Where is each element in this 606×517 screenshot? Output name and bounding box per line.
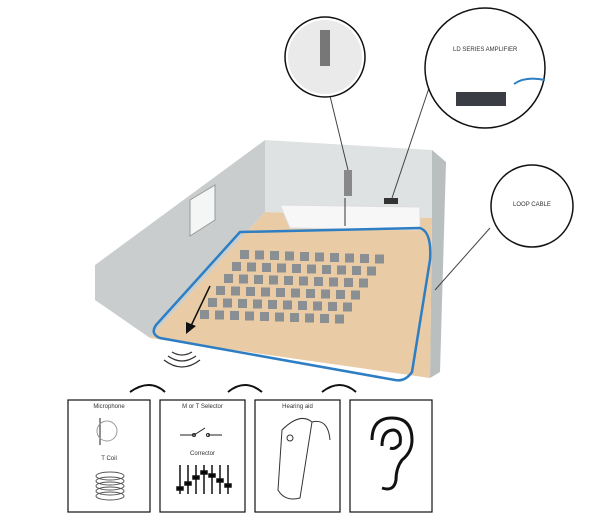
chair xyxy=(336,290,345,299)
chair xyxy=(270,251,279,260)
chair xyxy=(322,265,331,274)
audience-chairs: /* placeholder */ xyxy=(200,250,384,324)
amplifier-label: LD SERIES AMPLIFIER xyxy=(453,47,518,53)
chair xyxy=(277,263,286,273)
amplifier-unit xyxy=(384,198,398,204)
t-coil-label: T Coil xyxy=(101,456,117,462)
amplifier-callout-line xyxy=(391,84,431,199)
chair xyxy=(253,299,262,309)
chair xyxy=(284,276,293,285)
chair xyxy=(262,263,271,272)
chair xyxy=(343,302,352,312)
chair xyxy=(200,310,209,319)
left-wall xyxy=(95,140,265,338)
chair xyxy=(224,274,233,283)
microphone-label: Microphone xyxy=(93,404,125,410)
equalizer-icon xyxy=(176,465,232,494)
chair xyxy=(275,312,284,322)
amplifier-callout xyxy=(424,7,546,129)
chair xyxy=(216,286,225,295)
chair xyxy=(245,311,254,321)
chair xyxy=(285,251,294,261)
chair xyxy=(367,266,376,276)
chair xyxy=(239,274,248,284)
chair xyxy=(238,299,247,308)
loop-cable-callout xyxy=(490,164,574,248)
chair xyxy=(261,287,270,297)
microphone-icon xyxy=(96,418,118,445)
chair xyxy=(283,300,292,310)
chair xyxy=(246,287,255,296)
loop-cable-label: LOOP CABLE xyxy=(513,202,551,208)
chair xyxy=(330,253,339,262)
chair xyxy=(359,278,368,288)
amplifier-cable xyxy=(513,77,546,85)
hearing-aid-label: Hearing aid xyxy=(282,404,313,410)
switch-icon xyxy=(180,427,222,437)
chair xyxy=(240,250,249,259)
chair xyxy=(314,277,323,286)
loop-cable xyxy=(152,226,432,382)
chair xyxy=(335,314,344,324)
chair xyxy=(329,277,338,287)
chair xyxy=(247,262,256,272)
right-wall xyxy=(430,150,446,378)
loop-callout-line xyxy=(434,227,491,291)
t-coil-icon xyxy=(95,471,125,501)
chair xyxy=(299,276,308,286)
flow-arrows xyxy=(129,384,357,393)
chair xyxy=(291,288,300,298)
stage xyxy=(279,204,421,231)
chair xyxy=(269,275,278,285)
amplifier-icon xyxy=(456,92,506,106)
chair xyxy=(307,264,316,274)
chair xyxy=(268,300,277,309)
chair xyxy=(300,252,309,261)
signal-panels xyxy=(67,399,433,513)
chair xyxy=(254,275,263,284)
chair xyxy=(223,298,232,308)
chair xyxy=(232,262,241,271)
window xyxy=(189,184,216,237)
speaker-callout-line xyxy=(329,95,349,171)
room: /* placeholder */ xyxy=(95,140,446,382)
sound-waves-icon xyxy=(163,351,201,368)
chair xyxy=(375,254,384,264)
chair xyxy=(260,312,269,321)
chair xyxy=(255,250,264,260)
ear-icon xyxy=(370,416,414,491)
chair xyxy=(305,313,314,323)
chair xyxy=(306,289,315,298)
arrow xyxy=(189,285,211,329)
chair xyxy=(298,301,307,310)
chair xyxy=(292,264,301,273)
chair xyxy=(352,266,361,275)
arrow-head xyxy=(186,322,196,334)
chair xyxy=(230,311,239,320)
speaker-figure xyxy=(344,170,352,196)
chair xyxy=(321,289,330,299)
chair xyxy=(351,290,360,300)
chair xyxy=(208,298,217,307)
chair xyxy=(215,310,224,320)
chair xyxy=(344,278,353,287)
chair xyxy=(328,302,337,311)
chair xyxy=(290,313,299,322)
chair xyxy=(276,288,285,297)
corrector-label: Corrector xyxy=(189,451,215,457)
chair xyxy=(345,253,354,263)
speaker-person xyxy=(320,30,330,66)
chair xyxy=(315,252,324,262)
selector-label: M or T Selector xyxy=(182,404,223,410)
chair xyxy=(337,265,346,275)
chair xyxy=(313,301,322,311)
chair xyxy=(360,254,369,263)
chair xyxy=(231,286,240,296)
chair xyxy=(320,314,329,323)
hearing-aid-icon xyxy=(277,417,331,500)
